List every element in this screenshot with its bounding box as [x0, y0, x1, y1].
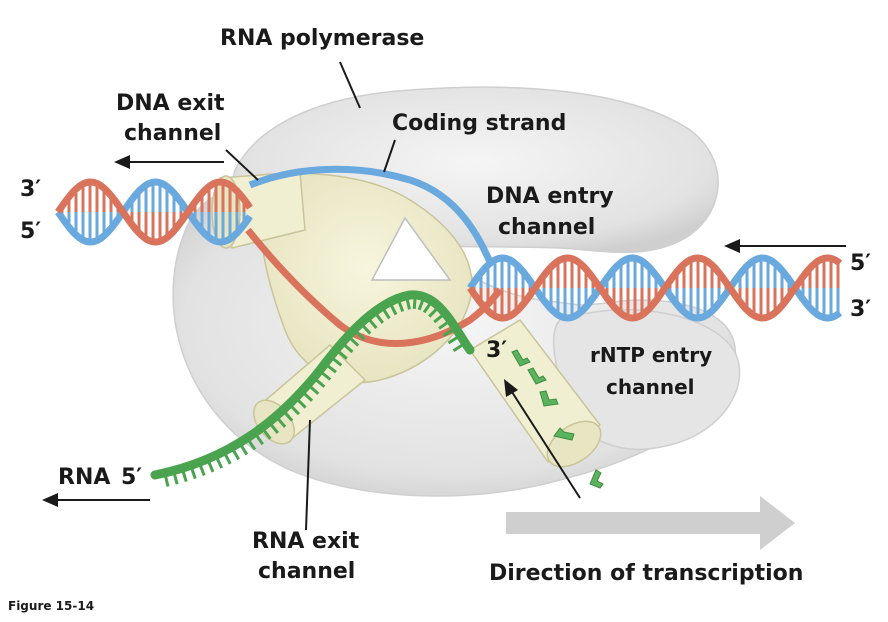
rna-base [396, 297, 405, 312]
rna-base [222, 450, 232, 465]
dna-exit-label-line1: DNA exit [116, 91, 225, 116]
rna-base [380, 305, 391, 320]
rna-base [433, 312, 447, 324]
pointer-lines [225, 61, 396, 531]
coding-strand-segment [467, 254, 843, 322]
rna-base [281, 409, 294, 422]
rna-polymerase-label: RNA polymerase [220, 26, 424, 51]
rna-base [452, 341, 467, 353]
rna-base [447, 334, 462, 345]
rna-base [312, 376, 326, 388]
rna-base [404, 295, 411, 310]
inner-channels [211, 171, 602, 468]
rna-base [366, 316, 378, 330]
rna-exit-label-line2: channel [258, 559, 355, 584]
right-dna-helix [467, 254, 843, 322]
rna-base [197, 461, 206, 476]
rna-base [442, 326, 457, 337]
rna-base [329, 355, 343, 367]
rna-transcript [150, 290, 475, 487]
rna-base [214, 454, 224, 469]
rntp-arrow [504, 379, 581, 499]
rna-exit-pointer [305, 419, 311, 531]
rna-base [422, 300, 434, 314]
rna-base [388, 301, 398, 316]
rna-base [428, 305, 441, 318]
free-rntps [511, 349, 604, 489]
direction-of-transcription-arrow [506, 496, 795, 550]
rna-label: RNA [58, 465, 110, 490]
rna-base [340, 341, 354, 354]
rna-bases [163, 294, 467, 487]
direction-of-transcription-label: Direction of transcription [489, 561, 803, 586]
rna-base [300, 390, 314, 402]
coding-strand-pointer [383, 139, 396, 173]
rna-base [412, 294, 417, 309]
rna-base [288, 403, 301, 416]
left-5prime-label: 5′ [20, 219, 41, 244]
rntp-entry-label-line1: rNTP entry [590, 343, 712, 367]
rna-base [180, 467, 188, 483]
central-channel [258, 172, 473, 384]
rntp-4 [553, 427, 575, 441]
rna-base [260, 426, 272, 440]
template-strand-segment [55, 178, 253, 246]
dna-exit-arrow [114, 155, 224, 169]
right-3prime-label: 3′ [850, 297, 871, 322]
dna-entry-label-line1: DNA entry [486, 184, 614, 209]
rna-base [335, 348, 348, 360]
direction-arrows [42, 155, 846, 550]
left-dna-helix [55, 178, 253, 246]
rna-base [359, 322, 372, 335]
rna-exit-label-line1: RNA exit [252, 529, 360, 554]
labels: RNA polymerase DNA exit channel Coding s… [8, 26, 871, 613]
coding-strand-inside [248, 165, 494, 264]
rna-base [417, 296, 426, 311]
dna-entry-label-line2: channel [498, 215, 595, 240]
rna-base [294, 396, 307, 409]
rna-base [245, 437, 257, 451]
rntp-5 [589, 469, 604, 489]
rna-base [373, 310, 384, 324]
coding-strand-segment [55, 178, 253, 246]
rntp-1 [511, 349, 531, 367]
template-strand-inside [245, 227, 503, 347]
coding-strand-label: Coding strand [392, 111, 566, 136]
dna-exit-label-line2: channel [124, 121, 221, 146]
rntp-2 [527, 367, 547, 385]
rna-exit-arrow [42, 493, 150, 507]
left-3prime-label: 3′ [20, 177, 41, 202]
rna-base [274, 415, 287, 428]
right-5prime-label: 5′ [850, 251, 871, 276]
rna-base [346, 334, 360, 347]
dna-double-helix [55, 165, 843, 347]
dna-entry-arrow [724, 239, 846, 253]
rna-base [267, 421, 280, 434]
rna-base [318, 369, 332, 381]
rna-base [323, 362, 337, 374]
template-strand-segment [467, 254, 843, 322]
rna-base [438, 319, 452, 330]
dna-exit-pointer [225, 149, 259, 181]
rna-base [353, 328, 366, 341]
rna-base [253, 431, 264, 446]
active-site-triangle [370, 216, 452, 281]
rna-base [189, 464, 197, 480]
rna-5prime-label: 5′ [121, 465, 142, 490]
growing-rna-3prime-label: 3′ [486, 338, 507, 363]
rna-base [230, 446, 240, 461]
rna-base [163, 472, 170, 487]
rna-base [206, 458, 215, 473]
dna-exit-channel-opening [211, 175, 241, 249]
figure-number-label: Figure 15-14 [8, 599, 94, 613]
rna-polymerase-pointer [339, 61, 361, 109]
rna-base [172, 470, 179, 485]
rna-base [238, 441, 249, 456]
rntp-entry-label-line2: channel [606, 375, 695, 399]
rna-base [306, 383, 320, 395]
rntp-3 [539, 390, 559, 407]
